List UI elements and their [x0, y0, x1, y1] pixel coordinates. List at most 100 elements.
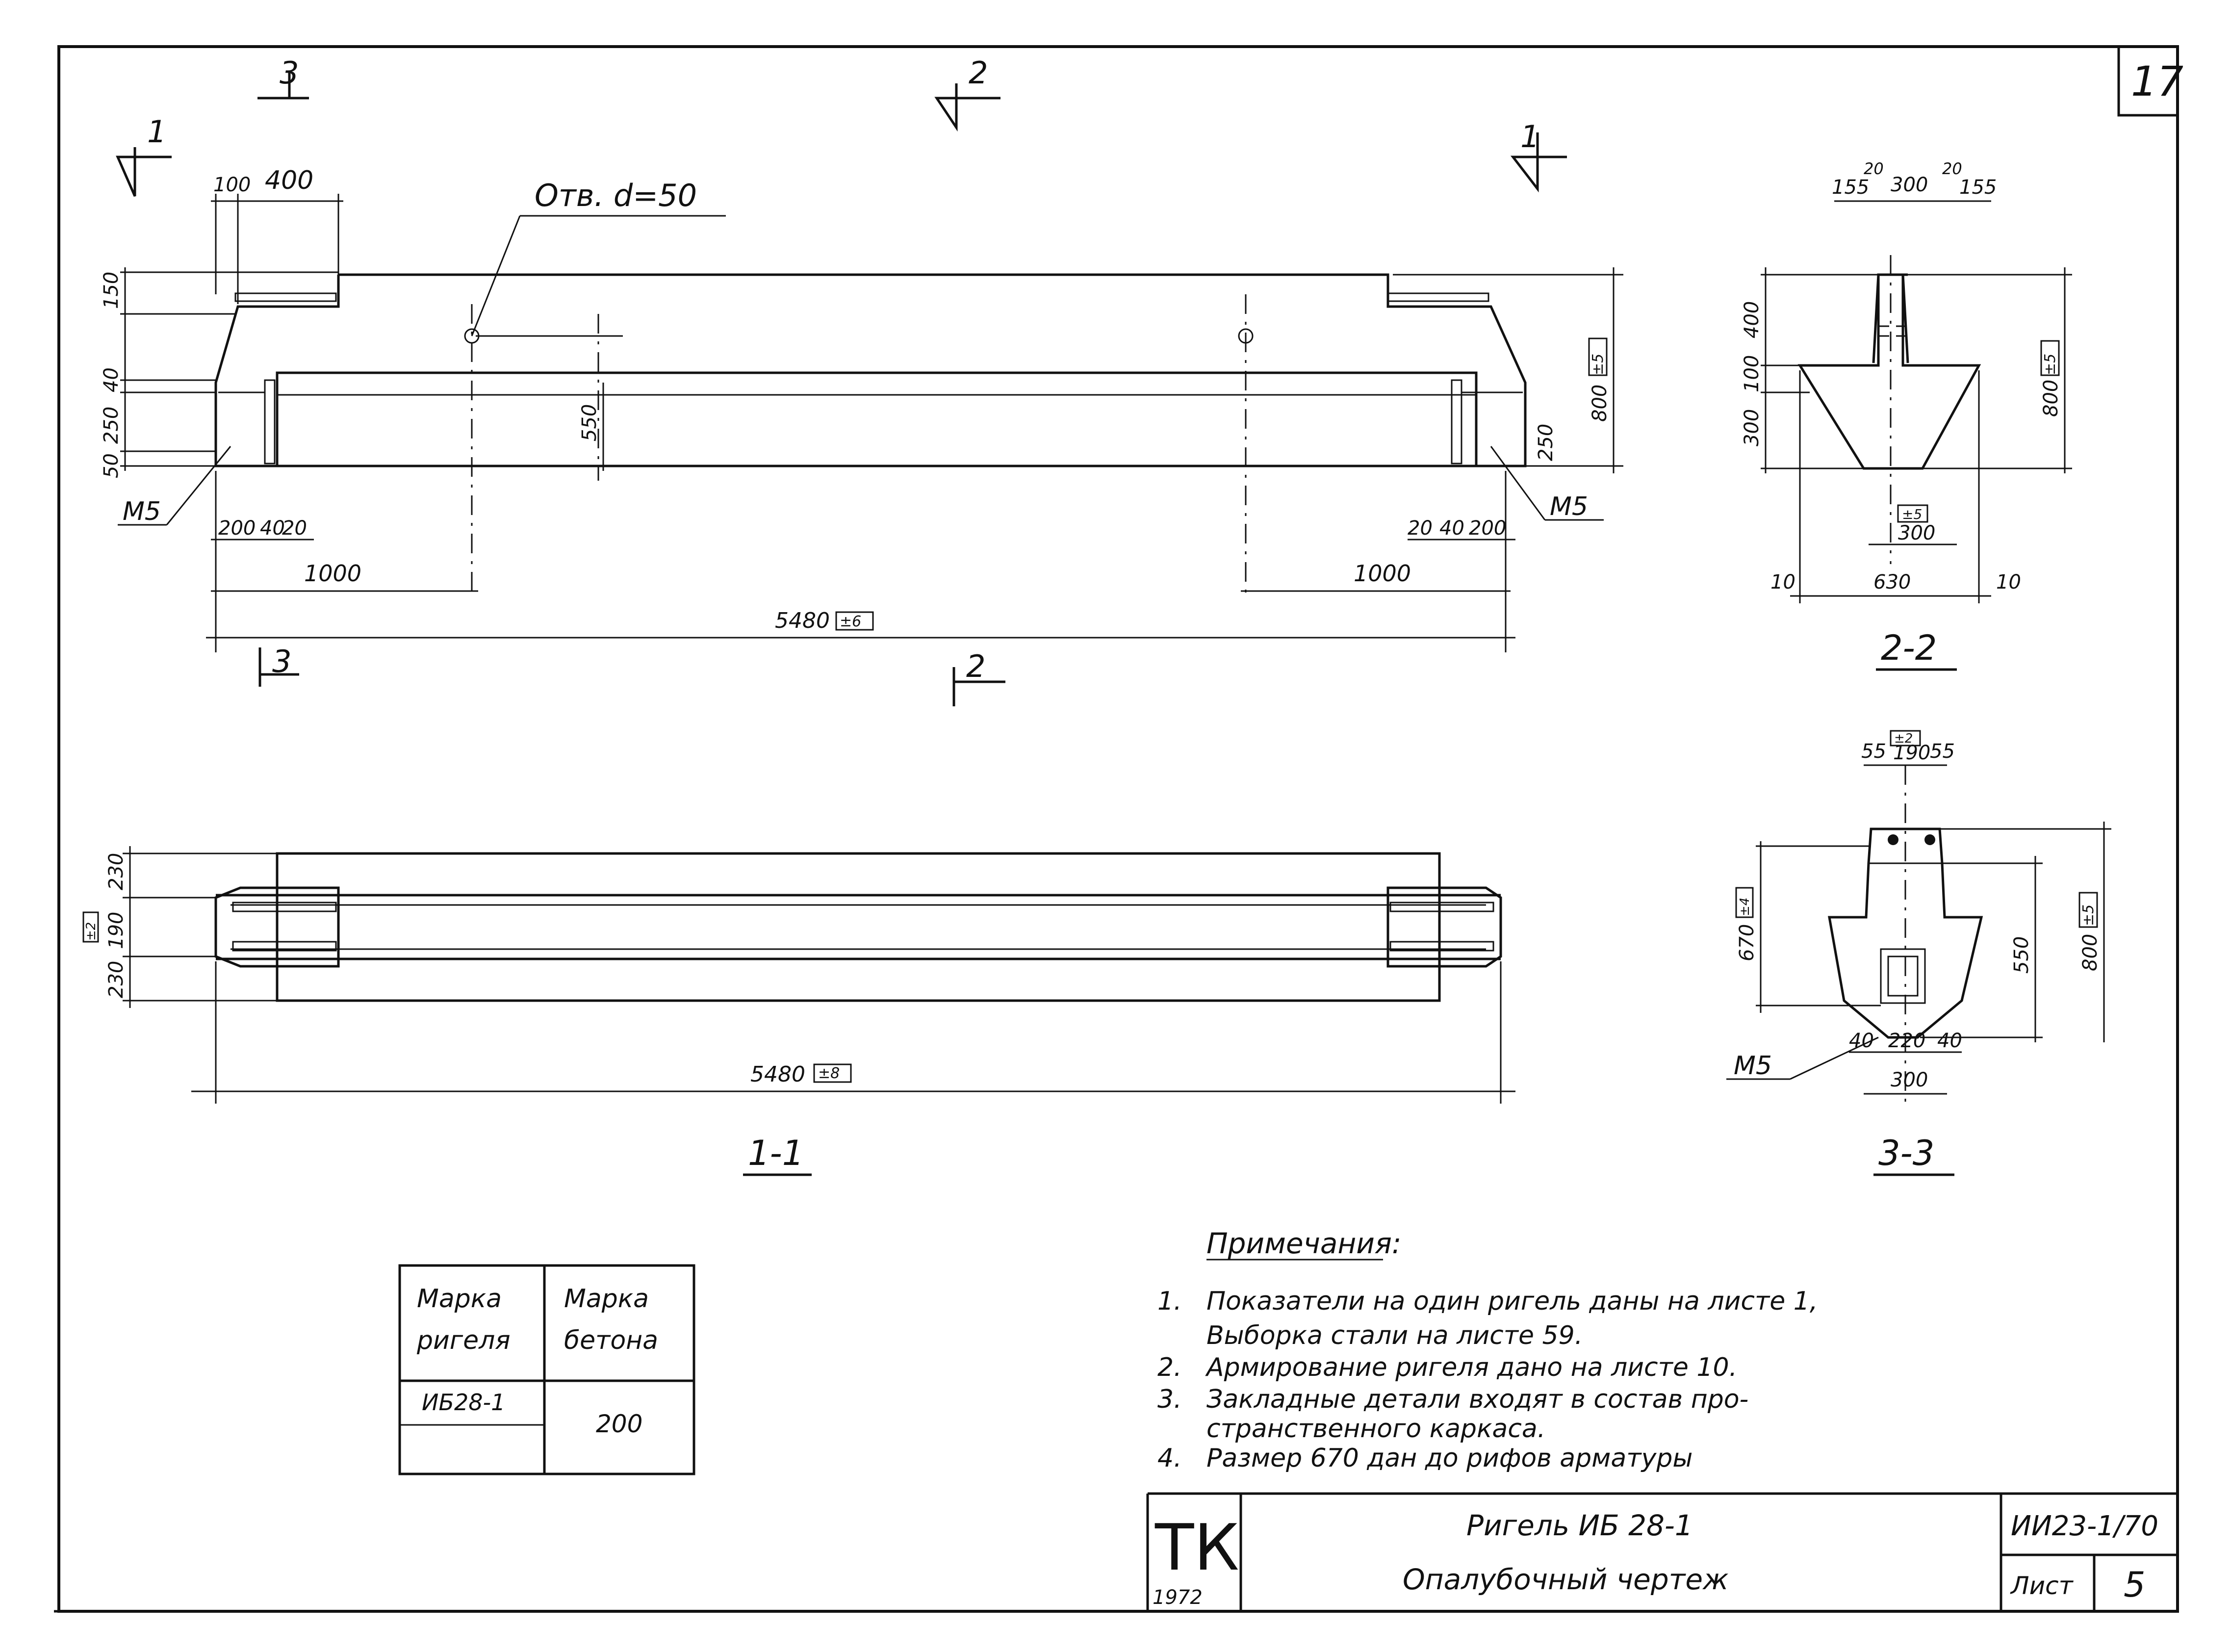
s22-title: 2-2 [1881, 628, 1937, 668]
mark-table-row-mark: ИБ28-1 [422, 1389, 505, 1416]
title-block-title-2: Опалубочный чертеж [1403, 1563, 1728, 1596]
note-2-line1: Армирование ригеля дано на листе 10. [1205, 1353, 1737, 1382]
dim-1000-left: 1000 [304, 560, 361, 587]
dim-250-right: 250 [1535, 424, 1557, 461]
cut-label-3-top: 3 [280, 55, 299, 91]
s33-tol-670: ±4 [1738, 898, 1752, 916]
s33-dim-190: 190 [1893, 742, 1930, 764]
s22-dim-155b: 155 [1959, 176, 1997, 199]
section-2-2: 155 20 300 20 155 400 100 300 800 ±5 ±5 … [1741, 159, 2072, 671]
note-4-num: 4. [1157, 1444, 1182, 1473]
s22-dim-20a: 20 [1864, 159, 1884, 178]
dim-40: 40 [100, 367, 123, 392]
s33-dim-40b: 40 [1937, 1030, 1962, 1052]
s33-title: 3-3 [1878, 1133, 1934, 1173]
cut-label-1-left: 1 [147, 114, 166, 150]
dim-br-40: 40 [1439, 517, 1464, 540]
plan-embed-right-2 [1389, 941, 1494, 952]
s22-dim-400: 400 [1741, 301, 1763, 338]
s33-tol-800: ±5 [2080, 904, 2097, 926]
plan-tol-190: ±2 [84, 922, 99, 941]
tol-box-5480-elev [835, 611, 874, 631]
section-2-2-outline [1797, 273, 1981, 470]
cut-label-2-top: 2 [969, 55, 988, 91]
sheet-number-box [2117, 47, 2178, 117]
s22-dim-300: 300 [1891, 174, 1928, 196]
beam-outline-top [214, 273, 1527, 467]
note-3-line1: Закладные детали входят в состав про- [1206, 1385, 1748, 1414]
tol-800-elev: ±5 [1590, 354, 1607, 375]
plan-dim-190: 190 [105, 912, 128, 949]
s22-dim-10b: 10 [1996, 571, 2021, 594]
dim-250: 250 [100, 407, 123, 444]
dim-800-elev: 800 [1589, 385, 1611, 422]
title-block-sheet-value: 5 [2124, 1565, 2146, 1605]
s22-dim-300-left: 300 [1741, 409, 1763, 446]
tol-box-800-elev [1588, 337, 1608, 376]
dim-br-200: 200 [1469, 517, 1506, 540]
dim-bl-20: 20 [282, 517, 307, 540]
sheet-frame [57, 45, 2179, 1613]
s33-dim-220: 220 [1888, 1030, 1925, 1052]
s22-dim-100: 100 [1741, 355, 1763, 392]
s33-embed-box [1880, 948, 1926, 1004]
title-block-series: ИИ23-1/70 [2011, 1510, 2158, 1542]
mark-table-h1-l2: ригеля [416, 1326, 511, 1355]
cut-mark-2-top [934, 83, 1000, 132]
dim-550-elev: 550 [578, 404, 601, 441]
dim-bl-40: 40 [260, 517, 285, 540]
embed-plate-right-end [1451, 379, 1462, 465]
note-3-num: 3. [1157, 1385, 1182, 1414]
s33-tol-box-800 [2078, 892, 2098, 928]
cut-mark-2-bottom [952, 667, 1005, 706]
s33-bar-right [1924, 834, 1935, 845]
dim-50: 50 [100, 453, 123, 478]
dim-100: 100 [213, 174, 251, 196]
s22-tol-box-300 [1897, 504, 1928, 523]
s22-dim-630: 630 [1873, 571, 1911, 594]
s22-dim-800: 800 [2040, 380, 2062, 417]
cut-mark-1-right [1510, 132, 1567, 193]
note-1-num: 1. [1157, 1287, 1182, 1316]
s33-dim-55a: 55 [1861, 740, 1886, 763]
s33-dim-55b: 55 [1930, 740, 1955, 763]
hole-note: Отв. d=50 [535, 178, 697, 213]
s33-bar-left [1888, 834, 1898, 845]
cut-mark-3-top [257, 71, 309, 100]
s22-right-web [1901, 274, 1909, 363]
s33-tol-box-670 [1735, 887, 1754, 918]
plan-title: 1-1 [748, 1133, 804, 1173]
tol-5480-elev: ±6 [840, 613, 861, 630]
mark-table-frame [398, 1264, 695, 1475]
plan-tol-box-190 [82, 911, 99, 943]
plan-embed-left-2 [232, 941, 337, 952]
title-block-org: ТК [1154, 1510, 1239, 1585]
m5-label-left: М5 [123, 497, 161, 526]
note-1-line1: Показатели на один ригель даны на листе … [1206, 1287, 1818, 1316]
cut-label-3-bottom: 3 [272, 644, 291, 679]
s22-tol-box-800 [2040, 340, 2060, 376]
dim-br-20: 20 [1408, 517, 1433, 540]
s22-tol-800: ±5 [2042, 354, 2059, 375]
note-2-num: 2. [1157, 1353, 1182, 1382]
s33-dim-40a: 40 [1849, 1030, 1874, 1052]
note-3-line2: странственного каркаса. [1206, 1414, 1545, 1444]
title-block-sheet-label: Лист [2010, 1572, 2074, 1600]
note-4-line1: Размер 670 дан до рифов арматуры [1206, 1444, 1692, 1473]
title-block: ТК 1972 Ригель ИБ 28-1 Опалубочный черте… [1146, 1492, 2178, 1611]
m5-leader-right [1490, 446, 1546, 520]
s22-dim-155a: 155 [1832, 176, 1869, 199]
mark-table-h1-l1: Марка [417, 1284, 502, 1314]
notes-heading: Примечания: [1206, 1227, 1401, 1260]
notes-block: Примечания: 1. Показатели на один ригель… [1157, 1227, 1818, 1473]
note-1-line2: Выборка стали на листе 59. [1206, 1321, 1583, 1350]
section-3-3: 55 ±2 190 55 670 ±4 550 800 ±5 М5 40 220… [1726, 730, 2111, 1176]
s33-dim-800: 800 [2079, 934, 2102, 971]
title-block-year: 1972 [1153, 1586, 1203, 1609]
plan-dim-5480: 5480 [750, 1062, 805, 1087]
plan-view-1-1: 230 190 ±2 230 5480 ±8 1-1 [82, 846, 1515, 1176]
s33-dim-670: 670 [1736, 924, 1758, 961]
embed-plate-left-top [234, 292, 337, 302]
plan-tol-box-5480 [813, 1063, 852, 1083]
